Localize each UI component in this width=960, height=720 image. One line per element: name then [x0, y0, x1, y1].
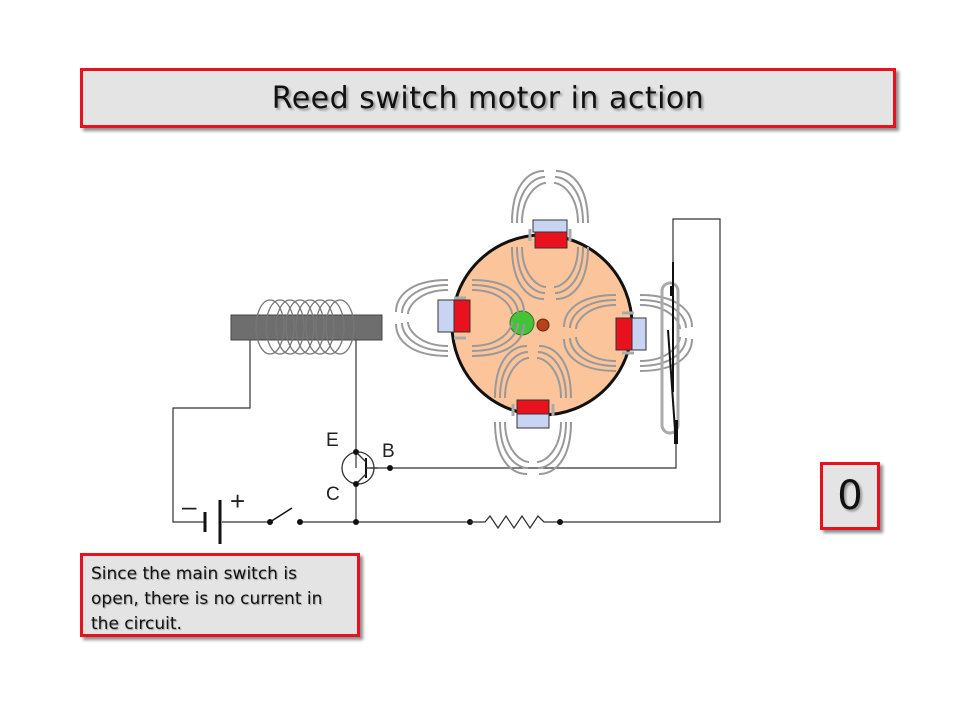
pin-icon — [536, 318, 550, 332]
magnet-top — [510, 169, 590, 301]
battery-minus-label: – — [182, 491, 197, 521]
emitter-label: E — [326, 430, 339, 451]
junction-dot — [353, 519, 359, 525]
main-switch[interactable] — [267, 507, 303, 525]
electromagnet — [230, 299, 383, 355]
collector-label: C — [326, 484, 340, 505]
circuit-wires — [172, 218, 721, 523]
electromagnet-coil — [255, 299, 355, 355]
explanation-text: Since the main switch is open, there is … — [91, 564, 323, 634]
reed-switch — [660, 262, 680, 445]
rotor — [450, 233, 634, 417]
battery: – + — [182, 486, 245, 544]
base-label: B — [382, 441, 395, 462]
magnet-bottom — [493, 344, 573, 476]
battery-plus-label: + — [230, 486, 245, 516]
page-title: Reed switch motor in action — [271, 80, 705, 116]
transistor: E B C — [326, 430, 395, 505]
resistor — [467, 514, 563, 530]
explanation-box: Since the main switch is open, there is … — [80, 553, 360, 637]
counter-box: 0 — [820, 462, 880, 530]
magnet-left — [394, 278, 526, 358]
magnet-right — [562, 293, 694, 373]
title-banner: Reed switch motor in action — [80, 68, 896, 128]
counter-value: 0 — [837, 473, 863, 519]
